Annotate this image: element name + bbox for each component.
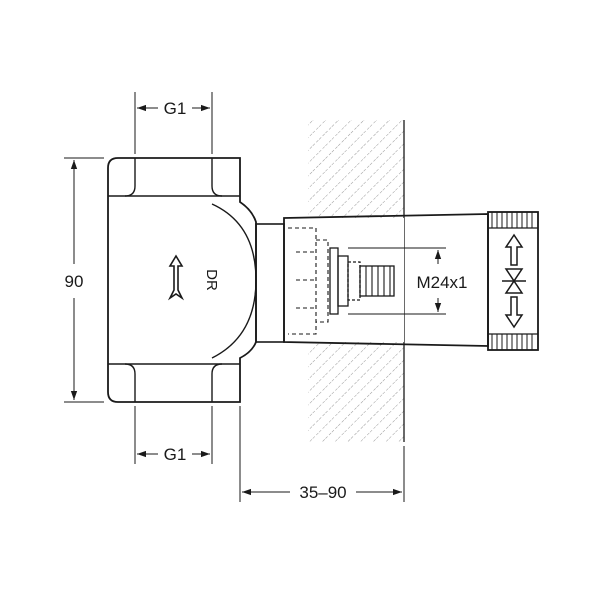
dimension-top-label: G1 — [164, 99, 187, 118]
handle-cap — [487, 211, 539, 351]
body-mark-text: DR — [203, 269, 220, 291]
dimension-bottom-g1: G1 — [134, 406, 213, 464]
dimension-install-depth-label: 35–90 — [299, 483, 346, 502]
dimension-top-g1: G1 — [134, 92, 213, 154]
valve-body — [107, 157, 257, 403]
flow-direction-arrow-icon — [167, 254, 185, 301]
connection-flange — [255, 223, 285, 343]
dimension-install-depth: 35–90 — [239, 406, 405, 502]
dimension-height-label: 90 — [65, 272, 84, 291]
open-close-valve-icon — [502, 233, 526, 329]
dimension-thread-label: M24x1 — [416, 273, 467, 292]
dimension-thread: M24x1 — [348, 247, 468, 315]
wall — [300, 120, 405, 442]
dimension-height: 90 — [64, 157, 104, 403]
dimension-bottom-label: G1 — [164, 445, 187, 464]
